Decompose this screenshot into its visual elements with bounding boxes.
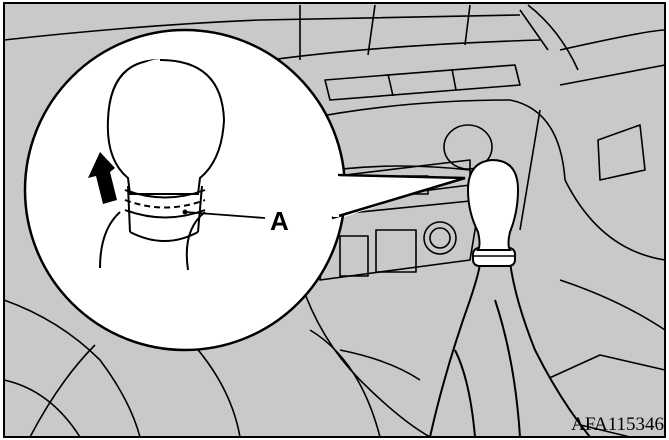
callout-label: A bbox=[270, 206, 289, 236]
callout-dot bbox=[183, 210, 188, 215]
figure-id: AFA115346 bbox=[571, 414, 664, 435]
